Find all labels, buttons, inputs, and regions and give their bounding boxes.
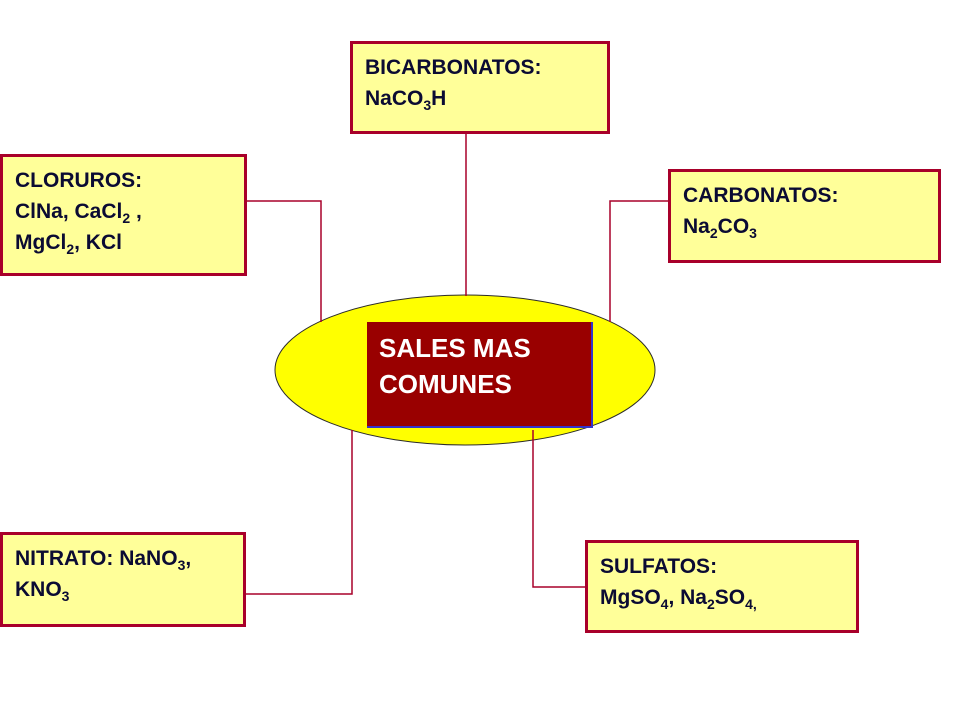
- bicarbonatos-title: BICARBONATOS:: [365, 56, 542, 79]
- sulfatos-formula: MgSO4, Na2SO4,: [600, 586, 757, 612]
- box-cloruros: CLORUROS: ClNa, CaCl2 , MgCl2, KCl: [0, 154, 247, 276]
- box-bicarbonatos: BICARBONATOS: NaCO3H: [350, 41, 610, 134]
- carbonatos-formula: Na2CO3: [683, 215, 757, 241]
- connector-carbonatos: [609, 200, 668, 322]
- connector-nitrato: [245, 430, 353, 595]
- box-nitrato: NITRATO: NaNO3, KNO3: [0, 532, 246, 627]
- center-label: SALES MAS COMUNES: [367, 322, 593, 428]
- box-carbonatos: CARBONATOS: Na2CO3: [668, 169, 941, 263]
- cloruros-line-2: ClNa, CaCl2 ,: [15, 200, 142, 226]
- carbonatos-title: CARBONATOS:: [683, 184, 839, 207]
- box-sulfatos: SULFATOS: MgSO4, Na2SO4,: [585, 540, 859, 633]
- connector-sulfatos: [532, 430, 585, 588]
- connector-cloruros: [247, 200, 322, 322]
- center-label-line-1: SALES MAS: [379, 333, 531, 363]
- nitrato-line-1: NITRATO: NaNO3,: [15, 547, 192, 573]
- bicarbonatos-formula: NaCO3H: [365, 87, 447, 113]
- nitrato-line-2: KNO3: [15, 578, 70, 604]
- center-label-line-2: COMUNES: [379, 369, 512, 399]
- cloruros-line-3: MgCl2, KCl: [15, 231, 122, 257]
- cloruros-title: CLORUROS:: [15, 169, 143, 192]
- sulfatos-title: SULFATOS:: [600, 555, 718, 578]
